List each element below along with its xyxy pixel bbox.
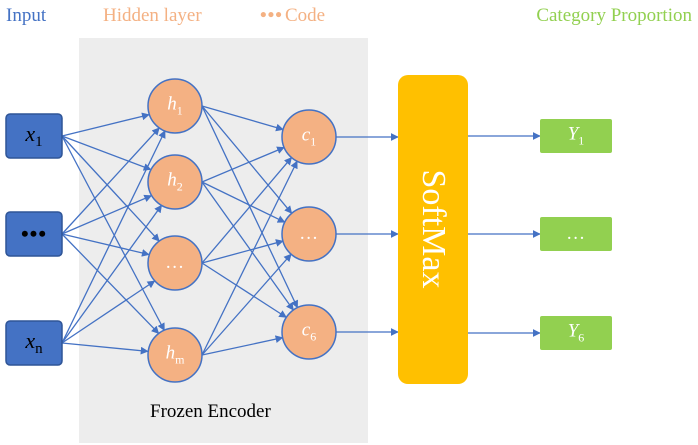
- input-node-label-0-subscript: 1: [35, 134, 43, 151]
- input-node-0: [5, 113, 63, 159]
- input-node-1: [5, 211, 63, 257]
- edge-input-1-hidden-1: [61, 194, 153, 235]
- hidden-node-label-3-subscript: m: [175, 352, 185, 367]
- connection-edges: [61, 105, 541, 356]
- edge-input-1-hidden-0: [61, 127, 160, 235]
- input-node-label-0-base: x: [25, 120, 36, 146]
- edge-hidden-2-code-1: [201, 239, 284, 264]
- output-node-1: [540, 217, 612, 251]
- output-node-label-2-base: Y: [567, 320, 579, 342]
- output-node-label-1-base: …: [567, 223, 585, 244]
- code-node-label-1-base: …: [300, 223, 318, 244]
- output-node-2: [540, 316, 612, 350]
- edge-input-0-hidden-0: [61, 112, 150, 137]
- network-nodes: [5, 75, 612, 384]
- edge-hidden-0-code-0: [201, 105, 284, 132]
- hidden-node-label-0-base: h: [167, 93, 177, 115]
- edge-hidden-1-code-0: [201, 146, 285, 183]
- input-node-label-2-subscript: n: [35, 341, 43, 358]
- edge-hidden-3-code-1: [201, 253, 292, 356]
- code-header: •••Code: [260, 6, 325, 25]
- code-node-1: [281, 206, 337, 262]
- hidden-node-label-0: h1: [167, 94, 183, 119]
- edge-input-2-hidden-1: [61, 204, 163, 344]
- input-node-label-1-base: •••: [20, 221, 48, 246]
- code-node-label-1: …: [301, 223, 318, 245]
- category-proportion-header: Category Proportion: [536, 5, 692, 26]
- hidden-node-label-1-subscript: 2: [176, 179, 183, 194]
- hidden-node-label-3-base: h: [165, 342, 176, 364]
- softmax-label: SoftMax: [415, 169, 452, 289]
- output-node-label-2-subscript: 6: [578, 330, 585, 345]
- code-node-label-2-base: c: [301, 319, 311, 341]
- hidden-node-label-2: …: [167, 252, 184, 274]
- output-node-label-0-subscript: 1: [578, 133, 585, 148]
- softmax-block: [398, 75, 468, 384]
- edge-input-2-hidden-3: [61, 342, 149, 355]
- output-node-0: [540, 119, 612, 153]
- hidden-node-1: [147, 154, 203, 210]
- edge-hidden-2-code-0: [201, 156, 293, 264]
- code-dots: •••: [260, 5, 283, 26]
- edge-input-2-hidden-2: [61, 280, 156, 344]
- hidden-node-2: [147, 235, 203, 291]
- edge-input-0-hidden-2: [61, 135, 160, 242]
- code-node-label-0: c1: [302, 125, 316, 150]
- edge-hidden-0-code-1: [201, 105, 293, 214]
- output-node-label-0: Y1: [568, 124, 585, 149]
- code-node-0: [281, 109, 337, 165]
- input-node-label-0: x1: [25, 121, 42, 151]
- frozen-encoder-label: Frozen Encoder: [150, 401, 271, 422]
- edge-input-2-hidden-0: [61, 130, 166, 344]
- code-node-label-2-subscript: 6: [310, 329, 317, 344]
- input-node-label-2-base: x: [25, 327, 36, 353]
- hidden-node-label-1: h2: [167, 170, 183, 195]
- edge-input-0-hidden-1: [61, 135, 152, 171]
- hidden-node-label-2-base: …: [166, 252, 184, 273]
- input-node-2: [5, 320, 63, 366]
- edge-hidden-3-code-2: [201, 335, 284, 356]
- input-node-label-1: •••: [21, 221, 47, 247]
- output-node-label-1: …: [568, 223, 585, 245]
- edge-hidden-1-code-2: [201, 181, 294, 311]
- code-node-label-2: c6: [302, 320, 316, 345]
- hidden-node-label-0-subscript: 1: [176, 103, 183, 118]
- input-node-label-2: xn: [25, 328, 42, 358]
- hidden-node-label-3: hm: [166, 343, 185, 368]
- hidden-node-0: [147, 78, 203, 134]
- code-node-label-0-subscript: 1: [310, 134, 317, 149]
- edge-input-1-hidden-2: [61, 233, 150, 257]
- code-header-label: Code: [284, 5, 326, 26]
- edge-hidden-3-code-0: [201, 160, 298, 356]
- hidden-node-label-1-base: h: [167, 169, 177, 191]
- code-node-2: [281, 304, 337, 360]
- output-node-label-0-base: Y: [567, 123, 579, 145]
- edge-input-0-hidden-3: [61, 135, 165, 332]
- edge-hidden-2-code-2: [201, 262, 287, 318]
- hidden-node-3: [147, 327, 203, 383]
- output-node-label-2: Y6: [568, 321, 585, 346]
- code-node-label-0-base: c: [301, 124, 311, 146]
- edge-input-1-hidden-3: [61, 233, 160, 334]
- hidden-layer-header: Hidden layer: [103, 5, 202, 26]
- input-header: Input: [6, 5, 47, 26]
